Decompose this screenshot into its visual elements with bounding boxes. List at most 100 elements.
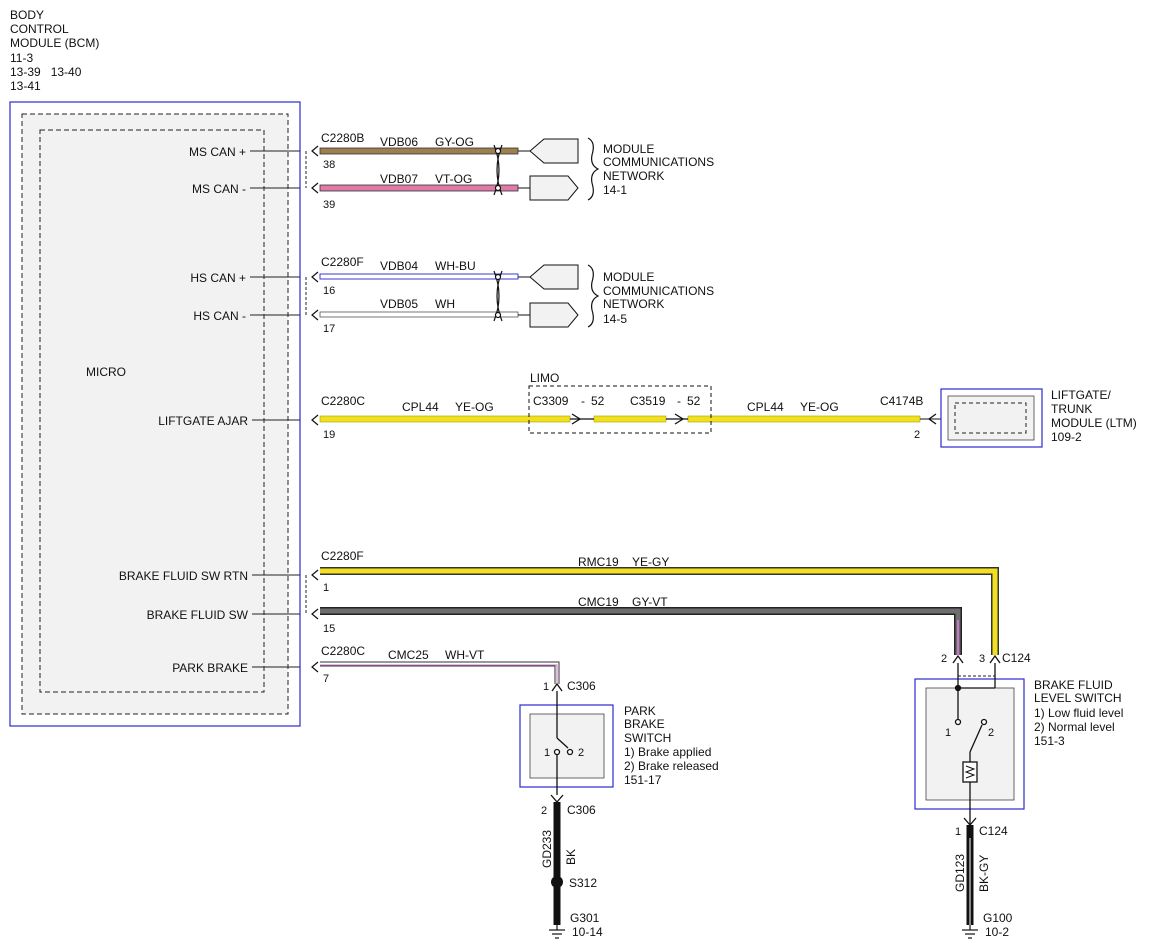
liftgate-group: C2280C 19 CPL44 YE-OG LIMO C3309 - 52 C3… (319, 371, 1137, 448)
bfl-note-2: 2) Normal level (1034, 720, 1115, 734)
wire-vdb04-circuit: VDB04 (380, 259, 418, 273)
wire-cmc19-color: GY-VT (632, 595, 668, 609)
ground-g301-icon (549, 925, 565, 939)
wire-cmc19-circuit: CMC19 (578, 595, 619, 609)
wire-gd233-circuit: GD233 (540, 830, 554, 868)
signal-brake-fluid-sw: BRAKE FLUID SW (147, 608, 249, 622)
park-brake-group: C2280C 7 CMC25 WH-VT 1 C306 1 2 PARK BRA… (320, 644, 719, 939)
micro-label: MICRO (86, 365, 126, 379)
signal-hs-can-minus: HS CAN - (193, 309, 246, 323)
terminal-7 (311, 661, 319, 673)
ground-g100: G100 (983, 911, 1013, 925)
connector-c3519: C3519 (630, 394, 666, 408)
ltm-line-3: MODULE (LTM) (1051, 416, 1137, 430)
bfl-ref: 151-3 (1034, 734, 1065, 748)
terminal-39 (311, 182, 319, 194)
bcm-title: BODY CONTROL MODULE (BCM) 11-3 13-39 13-… (10, 8, 99, 93)
brake-fluid-switch-mechanism (954, 663, 996, 825)
wire-gd233-color: BK (564, 849, 578, 865)
connector-c2280f-a: C2280F (321, 255, 364, 269)
pbs-title-line-3: SWITCH (624, 731, 671, 745)
hs-brace-icon (587, 264, 600, 328)
pbs-title-line-1: PARK (624, 704, 656, 718)
pbs-sw-pin-2: 2 (578, 747, 584, 759)
hs-network-line-3: NETWORK (603, 297, 664, 311)
wire-gd123-color: BK-GY (977, 855, 991, 892)
wire-cpl44-segment-2 (593, 415, 667, 423)
pin-19: 19 (323, 429, 335, 441)
internal-leads (250, 150, 307, 668)
hs-twist-icon (493, 270, 503, 322)
terminal-15 (311, 608, 319, 620)
hs-connector-plus-icon (529, 264, 579, 290)
signal-brake-fluid-sw-rtn: BRAKE FLUID SW RTN (119, 569, 248, 583)
bfl-sw-pin-2: 2 (988, 727, 994, 739)
pbs-note-1: 1) Brake applied (624, 745, 711, 759)
ground-g100-icon (962, 925, 978, 939)
park-brake-switch-housing (529, 713, 605, 779)
micro-box (39, 129, 265, 693)
hs-network-line-1: MODULE (603, 270, 654, 284)
wire-vdb07-circuit: VDB07 (380, 172, 418, 186)
splice-s312: S312 (569, 876, 597, 890)
bfl-note-1: 1) Low fluid level (1034, 706, 1123, 720)
ltm-line-2: TRUNK (1051, 402, 1092, 416)
ground-g301-ref: 10-14 (572, 925, 603, 939)
ms-network-line-3: NETWORK (603, 169, 664, 183)
bfl-sw-pin-1: 1 (945, 727, 951, 739)
c124-terminals (952, 654, 1001, 664)
pin-16: 16 (323, 285, 335, 297)
wire-gd123-circuit: GD123 (953, 854, 967, 892)
limo-label: LIMO (530, 371, 559, 385)
pin-39: 39 (323, 199, 335, 211)
ms-connector-minus-icon (529, 175, 579, 201)
wire-vdb06-color: GY-OG (435, 135, 474, 149)
connector-c124-bottom: C124 (979, 824, 1008, 838)
hs-can-group: C2280F 16 17 VDB04 WH-BU VDB05 WH MODULE… (319, 255, 714, 335)
ms-twist-icon (493, 144, 503, 196)
pbs-note-2: 2) Brake released (624, 759, 719, 773)
ms-network-line-1: MODULE (603, 142, 654, 156)
c124-pin-1: 1 (955, 826, 961, 838)
connector-c2280c-b: C2280C (321, 644, 365, 658)
connector-c4174b: C4174B (880, 394, 923, 408)
wire-vdb06-circuit: VDB06 (380, 135, 418, 149)
splice-s312-icon (551, 876, 563, 888)
pin-7: 7 (323, 673, 329, 685)
wire-vdb07 (319, 184, 519, 192)
bcm-title-line-2: CONTROL (10, 22, 69, 36)
wire-rmc19-color: YE-GY (632, 555, 669, 569)
wire-vdb04 (319, 273, 519, 280)
ground-g100-ref: 10-2 (985, 925, 1009, 939)
c3519-pin: 52 (687, 394, 701, 408)
signal-ms-can-minus: MS CAN - (192, 182, 246, 196)
wire-cpl44-segment-1 (319, 415, 571, 423)
pbs-sw-pin-1: 1 (544, 747, 550, 759)
connector-c2280f-b: C2280F (321, 549, 364, 563)
ms-network-ref: 14-1 (603, 183, 627, 197)
terminal-38 (311, 145, 319, 157)
wire-vdb05-circuit: VDB05 (380, 297, 418, 311)
c3309-dash: - (581, 394, 585, 408)
c3309-pin: 52 (591, 394, 605, 408)
connector-c306-bottom: C306 (567, 803, 596, 817)
wire-vdb05-color: WH (435, 297, 455, 311)
brake-fluid-group: C2280F 1 15 RMC19 YE-GY CMC19 GY-VT 2 3 … (320, 549, 1123, 939)
wire-rmc19-circuit: RMC19 (578, 555, 619, 569)
ms-network-line-2: COMMUNICATIONS (603, 155, 714, 169)
wire-vdb07-color: VT-OG (435, 172, 472, 186)
bcm-ref-3: 13-41 (10, 79, 41, 93)
wire-cmc25-color: WH-VT (445, 648, 485, 662)
bcm-title-line-1: BODY (10, 8, 44, 22)
wire-cmc25 (320, 662, 559, 684)
signal-hs-can-plus: HS CAN + (190, 271, 246, 285)
c3519-dash: - (677, 394, 681, 408)
connector-c3309: C3309 (533, 394, 569, 408)
ms-connector-plus-icon (529, 138, 579, 164)
ms-can-group: C2280B 38 39 VDB06 GY-OG VDB07 VT-OG MOD… (319, 131, 714, 211)
pbs-ref: 151-17 (624, 773, 662, 787)
terminal-17 (311, 309, 319, 321)
ltm-pin-2: 2 (914, 429, 920, 441)
signal-liftgate-ajar: LIFTGATE AJAR (158, 414, 248, 428)
connector-c124-top: C124 (1002, 651, 1031, 665)
